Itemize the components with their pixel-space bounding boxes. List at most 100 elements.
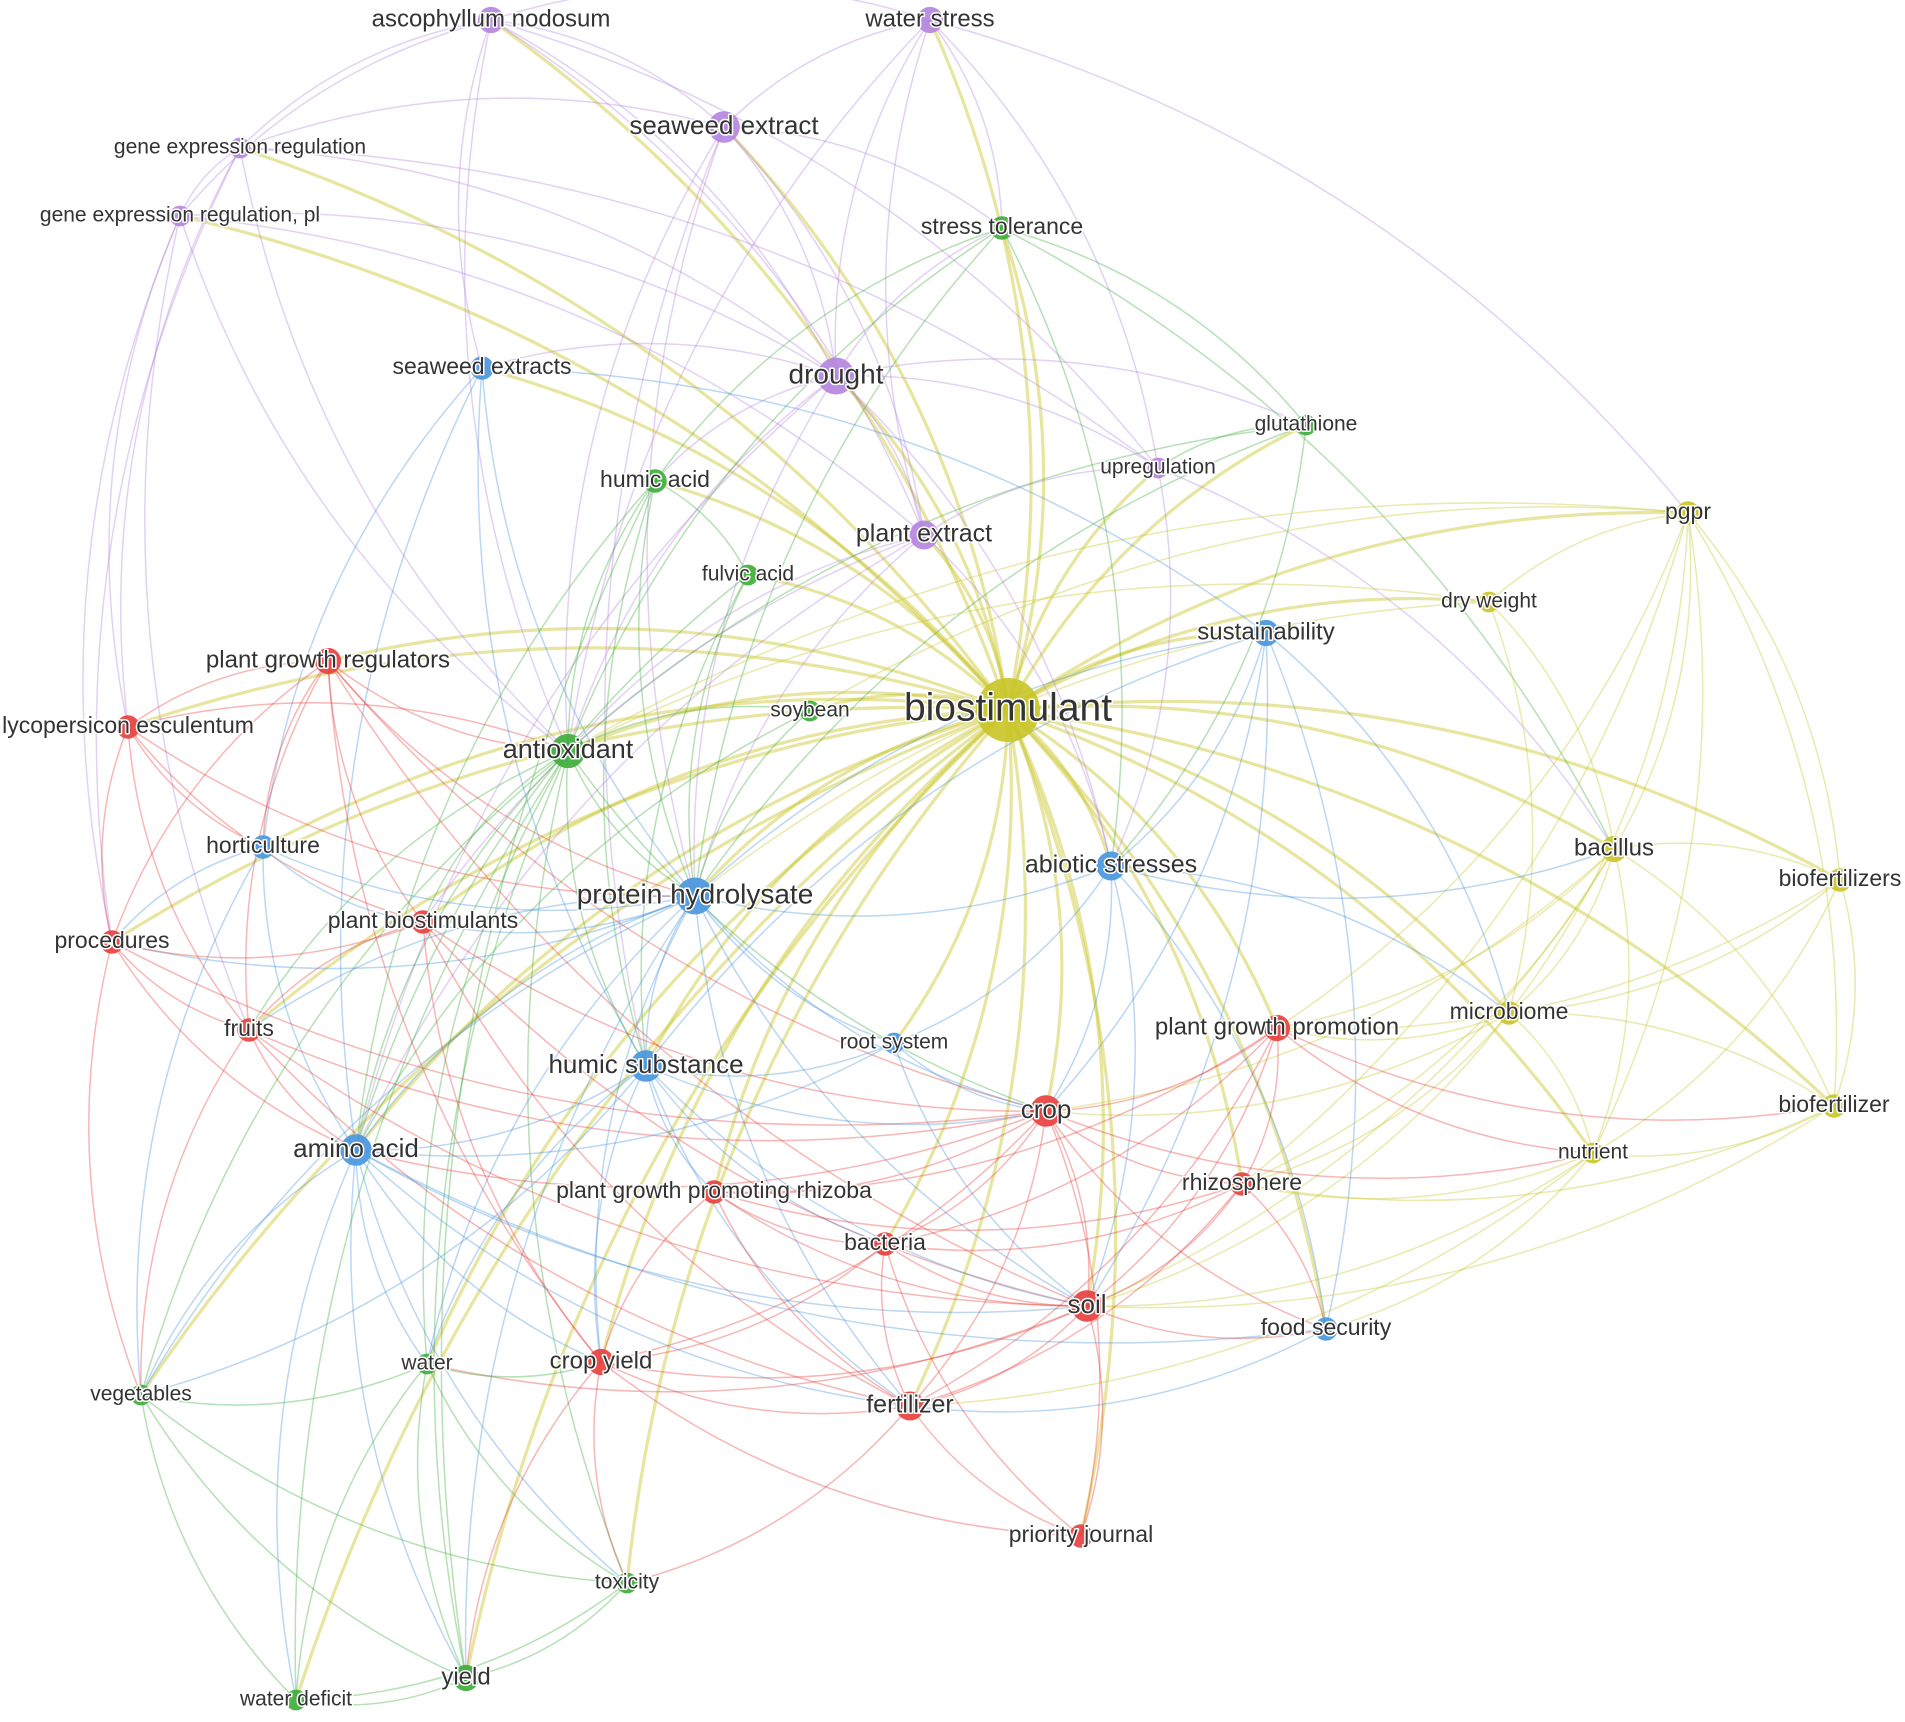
node-soybean[interactable] bbox=[799, 700, 821, 722]
node-aminoacid[interactable] bbox=[340, 1134, 372, 1166]
edge-geneexpr-lycopersicon bbox=[120, 147, 241, 728]
edge-seaweedextract-plantextract bbox=[723, 126, 925, 536]
node-fruits[interactable] bbox=[237, 1018, 261, 1042]
node-fertilizer[interactable] bbox=[895, 1391, 925, 1421]
edge-seaweedextract-antioxidant bbox=[564, 126, 725, 752]
node-rootsystem[interactable] bbox=[883, 1032, 905, 1054]
edge-horticulture-proteinhyd bbox=[262, 846, 696, 912]
edge-humicacid-proteinhyd bbox=[638, 480, 696, 897]
edge-antioxidant-water bbox=[422, 750, 569, 1365]
node-antioxidant[interactable] bbox=[550, 733, 586, 769]
edge-proteinhyd-rootsystem bbox=[694, 895, 895, 1044]
edge-pgpromotion-rhizosphere bbox=[1241, 1027, 1279, 1185]
node-bacteria[interactable] bbox=[873, 1232, 897, 1256]
edge-humicacid-humicsubst bbox=[602, 480, 656, 1067]
node-fulvicacid[interactable] bbox=[737, 564, 759, 586]
edge-seaweedextracts-proteinhyd bbox=[481, 367, 696, 897]
edge-microbiome-rhizosphere bbox=[1241, 1012, 1510, 1185]
node-biofertilizers[interactable] bbox=[1828, 868, 1852, 892]
node-foodsecurity[interactable] bbox=[1314, 1317, 1338, 1341]
edge-proteinhyd-yield bbox=[464, 895, 696, 1679]
node-nutrient[interactable] bbox=[1582, 1142, 1604, 1164]
edge-biostimulant-foodsecurity bbox=[1006, 708, 1328, 1330]
node-ascophyllum[interactable] bbox=[477, 6, 505, 34]
edge-biostimulant-water bbox=[425, 708, 1009, 1365]
edge-fruits-aminoacid bbox=[248, 1029, 357, 1151]
node-label-water: water bbox=[400, 1352, 452, 1375]
node-priorityjournal[interactable] bbox=[1069, 1524, 1093, 1548]
node-seaweedextract[interactable] bbox=[708, 111, 740, 143]
node-proteinhyd[interactable] bbox=[676, 877, 714, 915]
node-pgprhizoba[interactable] bbox=[702, 1180, 726, 1204]
edge-rootsystem-soil bbox=[893, 1042, 1088, 1307]
edge-rhizosphere-soil bbox=[1086, 1183, 1243, 1307]
edge-microbiome-nutrient bbox=[1508, 1012, 1594, 1154]
edge-soil-foodsecurity bbox=[1086, 1305, 1327, 1340]
edge-foodsecurity-fertilizer bbox=[909, 1328, 1327, 1413]
edge-pgregulators-horticulture bbox=[262, 660, 329, 848]
node-label-toxicity: toxicity bbox=[595, 1571, 660, 1594]
edge-drought-waterstress bbox=[834, 19, 931, 377]
node-waterstress[interactable] bbox=[916, 6, 944, 34]
node-plantextract[interactable] bbox=[909, 520, 939, 550]
node-yield[interactable] bbox=[452, 1664, 480, 1692]
edge-nutrient-foodsecurity bbox=[1325, 1152, 1594, 1330]
node-lycopersicon[interactable] bbox=[116, 715, 140, 739]
node-horticulture[interactable] bbox=[251, 835, 275, 859]
node-pgpr[interactable] bbox=[1676, 501, 1700, 525]
edge-dryweight-antioxidant bbox=[567, 583, 1490, 752]
edge-pgpromotion-soil bbox=[1086, 1027, 1278, 1307]
edge-proteinhyd-water bbox=[426, 895, 696, 1365]
edge-biostimulant-priorityjournal bbox=[1006, 709, 1118, 1537]
node-label-bacillus: bacillus bbox=[1574, 834, 1654, 861]
edge-bacillus-biofertilizers bbox=[1613, 842, 1841, 881]
node-humicsubst[interactable] bbox=[630, 1050, 662, 1082]
node-microbiome[interactable] bbox=[1497, 1001, 1521, 1025]
node-toxicity[interactable] bbox=[616, 1572, 638, 1594]
edge-water-waterdeficit bbox=[295, 1363, 428, 1701]
edge-bacillus-pgpromotion bbox=[1276, 848, 1615, 1029]
node-label-lycopersicon: lycopersicon esculentum bbox=[2, 712, 254, 738]
node-drought[interactable] bbox=[817, 357, 855, 395]
node-stresstol[interactable] bbox=[990, 216, 1014, 240]
node-procedures[interactable] bbox=[100, 930, 124, 954]
node-abiotic[interactable] bbox=[1096, 851, 1126, 881]
node-rhizosphere[interactable] bbox=[1230, 1172, 1254, 1196]
edge-crop-foodsecurity bbox=[1045, 1110, 1327, 1330]
edge-geneexprpl-antioxidant bbox=[179, 215, 569, 752]
edge-bacillus-microbiome bbox=[1508, 848, 1615, 1014]
node-cropyield[interactable] bbox=[587, 1348, 615, 1376]
node-water[interactable] bbox=[416, 1353, 438, 1375]
edge-abiotic-soil bbox=[1086, 865, 1136, 1307]
edge-fulvicacid-aminoacid bbox=[355, 574, 749, 1151]
node-bacillus[interactable] bbox=[1600, 835, 1628, 863]
edge-stresstol-glutathione bbox=[1001, 227, 1307, 426]
edge-pgregulators-proteinhyd bbox=[327, 660, 696, 897]
edge-seaweedextract-stresstol bbox=[723, 126, 1003, 229]
node-biostimulant[interactable] bbox=[976, 678, 1040, 742]
node-seaweedextracts[interactable] bbox=[470, 356, 494, 380]
node-upregulation[interactable] bbox=[1147, 457, 1169, 479]
node-pgpromotion[interactable] bbox=[1263, 1014, 1291, 1042]
edge-bacteria-fertilizer bbox=[880, 1243, 911, 1407]
node-biofertilizer[interactable] bbox=[1822, 1094, 1846, 1118]
edge-plantbiostim-soil bbox=[422, 921, 1088, 1307]
node-soil[interactable] bbox=[1071, 1290, 1103, 1322]
node-humicacid[interactable] bbox=[643, 469, 667, 493]
edge-humicacid-antioxidant bbox=[567, 480, 656, 752]
node-pgregulators[interactable] bbox=[314, 647, 342, 675]
node-vegetables[interactable] bbox=[130, 1384, 152, 1406]
node-geneexpr[interactable] bbox=[229, 137, 251, 159]
node-plantbiostim[interactable] bbox=[411, 910, 435, 934]
edge-aminoacid-foodsecurity bbox=[355, 1149, 1327, 1344]
node-dryweight[interactable] bbox=[1478, 591, 1500, 613]
node-geneexprpl[interactable] bbox=[169, 205, 191, 227]
edge-fertilizer-priorityjournal bbox=[909, 1405, 1082, 1537]
edge-crop-fertilizer bbox=[909, 1110, 1047, 1407]
node-waterdeficit[interactable] bbox=[285, 1689, 307, 1711]
node-sustainability[interactable] bbox=[1252, 619, 1280, 647]
node-crop[interactable] bbox=[1030, 1095, 1062, 1127]
node-glutathione[interactable] bbox=[1295, 414, 1317, 436]
node-label-pgpromotion: plant growth promotion bbox=[1155, 1013, 1399, 1040]
edge-soil-fertilizer bbox=[909, 1305, 1088, 1407]
